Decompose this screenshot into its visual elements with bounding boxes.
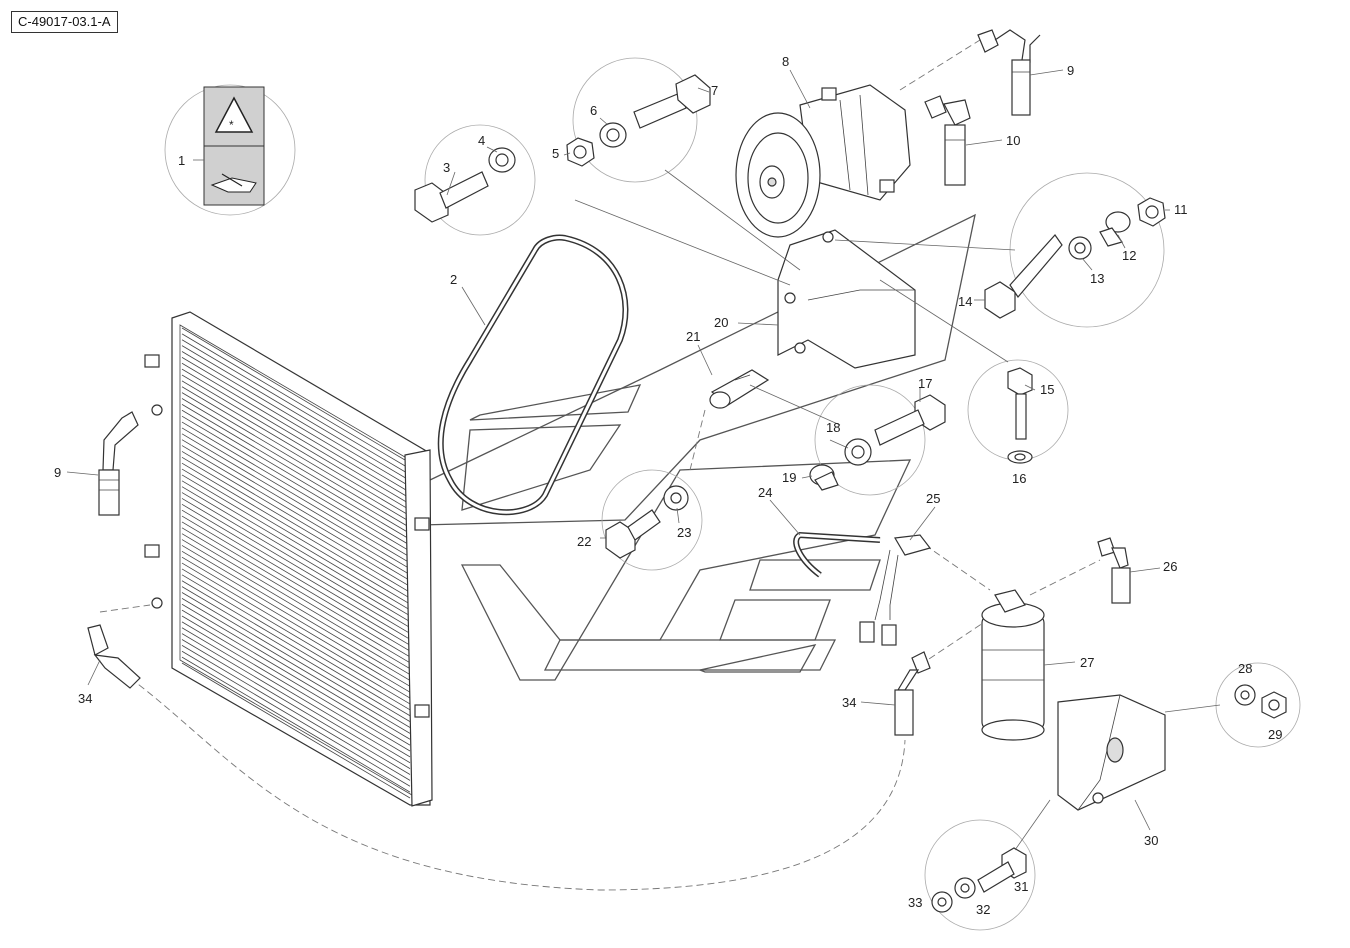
label-8: 8 <box>782 54 789 69</box>
washer-13 <box>1068 236 1092 260</box>
label-34-right: 34 <box>842 695 856 710</box>
label-14: 14 <box>958 294 972 309</box>
compressor-bracket <box>777 229 916 369</box>
label-26: 26 <box>1163 559 1177 574</box>
drive-belt <box>437 234 629 516</box>
drier-bracket <box>1057 694 1166 811</box>
label-29: 29 <box>1268 727 1282 742</box>
bolt-3 <box>414 171 489 223</box>
label-1: 1 <box>178 153 185 168</box>
watermark-logo <box>419 213 976 681</box>
washer-28 <box>1234 684 1256 706</box>
bolt-7 <box>633 74 711 129</box>
label-10: 10 <box>1006 133 1020 148</box>
washer-16 <box>1007 450 1033 464</box>
label-20: 20 <box>714 315 728 330</box>
washer-4 <box>488 147 516 173</box>
part-number-labels: 1 2 3 4 5 6 7 8 9 9 10 11 12 13 14 15 16… <box>54 54 1282 917</box>
hose-route-line <box>129 677 906 891</box>
diagram-reference-code: C-49017-03.1-A <box>11 11 118 33</box>
label-34-left: 34 <box>78 691 92 706</box>
label-9-top: 9 <box>1067 63 1074 78</box>
bolt-22 <box>605 509 661 559</box>
washer-18 <box>844 438 872 466</box>
bolt-15 <box>1007 367 1033 440</box>
nut-5 <box>566 137 595 167</box>
label-15: 15 <box>1040 382 1054 397</box>
warning-decal: * <box>203 86 265 206</box>
label-5: 5 <box>552 146 559 161</box>
washer-33 <box>931 891 953 913</box>
bolt-17 <box>874 394 946 446</box>
label-3: 3 <box>443 160 450 175</box>
hose-24 <box>793 531 881 578</box>
label-19: 19 <box>782 470 796 485</box>
label-22: 22 <box>577 534 591 549</box>
label-4: 4 <box>478 133 485 148</box>
label-32: 32 <box>976 902 990 917</box>
label-31: 31 <box>1014 879 1028 894</box>
label-6: 6 <box>590 103 597 118</box>
leader-lines <box>66 69 1221 851</box>
hose-route-line <box>924 544 991 591</box>
hose-route-line <box>1029 559 1101 596</box>
label-2: 2 <box>450 272 457 287</box>
label-13: 13 <box>1090 271 1104 286</box>
hose-fitting-26 <box>1097 537 1131 604</box>
spacer-12 <box>1099 211 1131 247</box>
hose-route-line <box>689 409 706 471</box>
label-33: 33 <box>908 895 922 910</box>
condenser <box>144 311 433 807</box>
manual-book-icon <box>210 173 257 193</box>
hose-route-line <box>899 39 981 91</box>
label-30: 30 <box>1144 833 1158 848</box>
spacer-19 <box>809 464 839 491</box>
label-24: 24 <box>758 485 772 500</box>
label-25: 25 <box>926 491 940 506</box>
warning-snowflake-icon: * <box>214 96 254 133</box>
svg-text:*: * <box>229 118 234 132</box>
hose-fitting-10 <box>924 95 971 186</box>
label-7: 7 <box>711 83 718 98</box>
receiver-drier <box>981 589 1045 741</box>
label-16: 16 <box>1012 471 1026 486</box>
bolt-14 <box>984 234 1063 319</box>
compressor <box>735 84 911 238</box>
washer-23 <box>663 485 689 511</box>
label-18: 18 <box>826 420 840 435</box>
label-23: 23 <box>677 525 691 540</box>
bolt-31 <box>977 847 1027 893</box>
hose-route-line <box>99 604 151 613</box>
label-27: 27 <box>1080 655 1094 670</box>
hose-fitting-9-top <box>977 29 1041 116</box>
label-9-left: 9 <box>54 465 61 480</box>
hose-fitting-34-left <box>87 624 141 689</box>
hose-fitting-34-right <box>894 651 931 736</box>
label-11: 11 <box>1174 202 1188 217</box>
pressure-switch <box>859 534 932 646</box>
label-21: 21 <box>686 329 700 344</box>
washer-6 <box>599 122 627 148</box>
hose-fitting-9-left <box>98 411 139 516</box>
nut-29 <box>1261 691 1287 719</box>
label-17: 17 <box>918 376 932 391</box>
nut-11 <box>1137 197 1166 227</box>
washer-32 <box>954 877 976 899</box>
label-12: 12 <box>1122 248 1136 263</box>
pivot-pin-21 <box>709 369 770 409</box>
label-28: 28 <box>1238 661 1252 676</box>
